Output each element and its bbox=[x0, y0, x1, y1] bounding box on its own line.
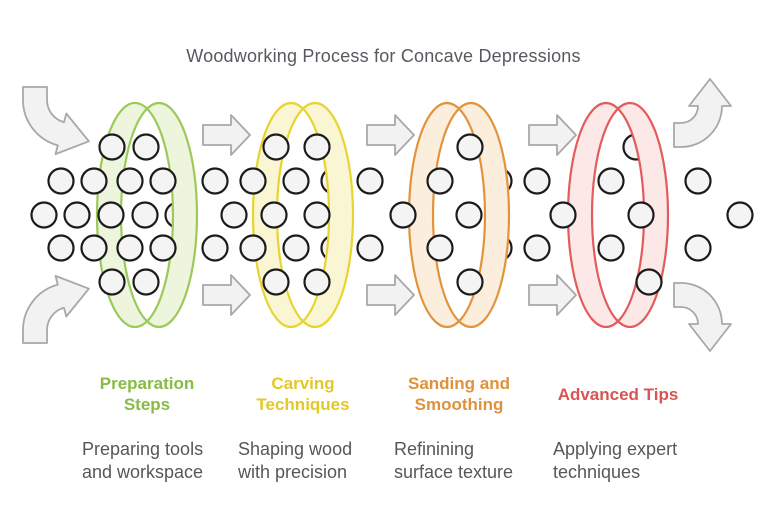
dot bbox=[131, 201, 159, 229]
dot bbox=[239, 234, 267, 262]
stage-ring-sanding bbox=[407, 101, 511, 329]
flow-arrow-icon bbox=[366, 114, 415, 156]
dot bbox=[426, 167, 454, 195]
dot bbox=[282, 234, 310, 262]
dot bbox=[201, 234, 229, 262]
dot bbox=[116, 167, 144, 195]
dot bbox=[116, 234, 144, 262]
stage-label-carving: Carving Techniques bbox=[256, 374, 350, 414]
dot bbox=[597, 234, 625, 262]
flow-arrow-icon bbox=[528, 114, 577, 156]
dot bbox=[80, 234, 108, 262]
stage-caption-advanced: Applying expert techniques bbox=[553, 439, 678, 482]
stage-caption-carving: Shaping wood with precision bbox=[238, 439, 353, 482]
curved-entry-arrow-bottom-icon bbox=[22, 275, 90, 344]
dot bbox=[356, 234, 384, 262]
dot bbox=[635, 268, 663, 296]
stage-caption-preparation: Preparing tools and workspace bbox=[82, 439, 204, 482]
dot bbox=[523, 234, 551, 262]
dot bbox=[220, 201, 248, 229]
dot bbox=[149, 234, 177, 262]
flow-arrow-icon bbox=[366, 274, 415, 316]
dot bbox=[30, 201, 58, 229]
dot bbox=[98, 268, 126, 296]
dot bbox=[98, 133, 126, 161]
stage-label-sanding: Sanding and Smoothing bbox=[408, 374, 510, 414]
dot bbox=[47, 234, 75, 262]
page-title: Woodworking Process for Concave Depressi… bbox=[186, 46, 581, 66]
dot bbox=[80, 167, 108, 195]
dot bbox=[132, 268, 160, 296]
curved-entry-arrow-top-icon bbox=[22, 86, 90, 155]
dot bbox=[455, 201, 483, 229]
flow-arrow-icon bbox=[202, 114, 251, 156]
dot bbox=[303, 133, 331, 161]
dot bbox=[262, 268, 290, 296]
stage-label-advanced: Advanced Tips bbox=[557, 384, 679, 404]
dot bbox=[132, 133, 160, 161]
dot bbox=[627, 201, 655, 229]
stage-ring-preparation bbox=[95, 101, 199, 329]
flow-arrows bbox=[22, 78, 732, 352]
dot bbox=[356, 167, 384, 195]
dot bbox=[262, 133, 290, 161]
dot bbox=[239, 167, 267, 195]
dot bbox=[389, 201, 417, 229]
dot bbox=[97, 201, 125, 229]
dot bbox=[456, 133, 484, 161]
dot bbox=[260, 201, 288, 229]
dot bbox=[149, 167, 177, 195]
dot bbox=[47, 167, 75, 195]
dot bbox=[684, 167, 712, 195]
flow-arrow-icon bbox=[528, 274, 577, 316]
dot bbox=[684, 234, 712, 262]
dot bbox=[282, 167, 310, 195]
dot-field bbox=[30, 133, 754, 296]
dot bbox=[426, 234, 454, 262]
stage-label-preparation: Preparation Steps bbox=[99, 374, 195, 414]
dot bbox=[456, 268, 484, 296]
curved-exit-arrow-top-icon bbox=[673, 78, 732, 148]
dot bbox=[597, 167, 625, 195]
dot bbox=[303, 201, 331, 229]
dot bbox=[523, 167, 551, 195]
dot bbox=[63, 201, 91, 229]
dot bbox=[201, 167, 229, 195]
curved-exit-arrow-bottom-icon bbox=[673, 282, 732, 352]
dot bbox=[726, 201, 754, 229]
flow-arrow-icon bbox=[202, 274, 251, 316]
stage-caption-sanding: Refinining surface texture bbox=[394, 439, 514, 482]
dot bbox=[303, 268, 331, 296]
dot bbox=[549, 201, 577, 229]
